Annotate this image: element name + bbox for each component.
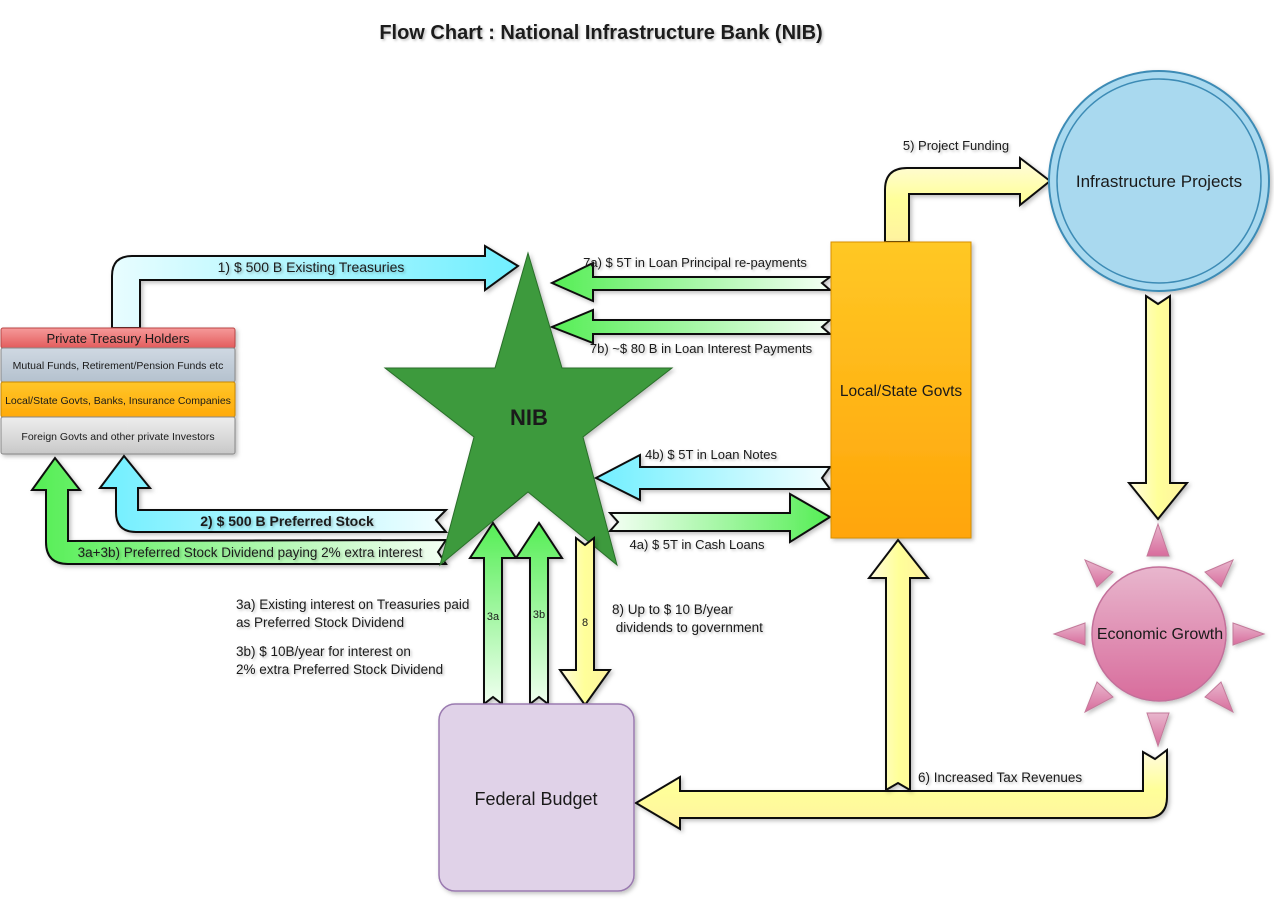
federal-budget-box [438,703,635,892]
flow-arrow-7b-interest [549,308,833,345]
federal-budget-label: Federal Budget [474,789,597,809]
flow-arrow-6-tax-revenues [634,748,1168,831]
flow-label-4b: 4b) $ 5T in Loan Notes [645,447,778,462]
infrastructure-projects-node [1048,70,1270,292]
flow-label-5: 5) Project Funding [903,138,1009,153]
flow-label-7a: 7a) $ 5T in Loan Principal re-payments [583,255,807,270]
flow-arrow-8 [558,535,612,707]
infrastructure-projects-label: Infrastructure Projects [1076,172,1242,191]
economic-growth-label: Economic Growth [1097,626,1223,643]
flow-label-1: 1) $ 500 B Existing Treasuries [218,259,405,275]
diagram-title: Flow Chart : National Infrastructure Ban… [379,22,822,44]
flow-tag-3b: 3b [533,609,545,621]
flow-arrow-infra-to-growth [1126,294,1190,521]
nib-label: NIB [510,405,548,430]
holders-row-foreign: Foreign Govts and other private Investor… [21,431,214,443]
holders-row-local-state: Local/State Govts, Banks, Insurance Comp… [5,395,231,407]
holders-header: Private Treasury Holders [46,331,190,346]
flow-arrow-7a-principal [549,261,833,303]
flow-arrow-3-dividend [30,456,448,565]
flow-label-8-line1: 8) Up to $ 10 B/year [612,602,733,617]
private-treasury-holders [0,327,236,455]
economic-growth-node [1052,522,1266,748]
flow-tag-8: 8 [582,617,588,629]
holders-row-mutual-funds: Mutual Funds, Retirement/Pension Funds e… [13,360,224,372]
nib-star [383,251,674,567]
local-state-govts-box [830,241,972,539]
flow-tag-3a: 3a [487,611,500,623]
note-3b-line2: 2% extra Preferred Stock Dividend [236,662,443,677]
note-3a-line1: 3a) Existing interest on Treasuries paid [236,597,469,612]
flow-label-2: 2) $ 500 B Preferred Stock [200,513,374,529]
flow-arrow-3b [514,521,564,707]
flow-arrow-5-project-funding [884,155,1052,243]
flow-arrow-4a-cash-loans [607,492,832,544]
flow-label-6: 6) Increased Tax Revenues [918,770,1082,785]
flow-arrow-6-branch-local [866,538,931,792]
flow-label-4a: 4a) $ 5T in Cash Loans [630,537,765,552]
note-3b-line1: 3b) $ 10B/year for interest on [236,644,411,659]
flow-label-8-line2: dividends to government [612,620,763,635]
flow-arrow-4b-loan-notes [593,453,832,502]
flow-arrow-1-existing-treasuries [111,244,520,329]
sun-rays [1052,522,1266,748]
flow-arrow-2-preferred-stock [98,454,449,533]
local-state-govts-label: Local/State Govts [840,383,963,400]
flow-label-7b: 7b) ~$ 80 B in Loan Interest Payments [590,341,813,356]
flow-label-3: 3a+3b) Preferred Stock Dividend paying 2… [78,545,423,560]
note-3a-line2: as Preferred Stock Dividend [236,615,404,630]
